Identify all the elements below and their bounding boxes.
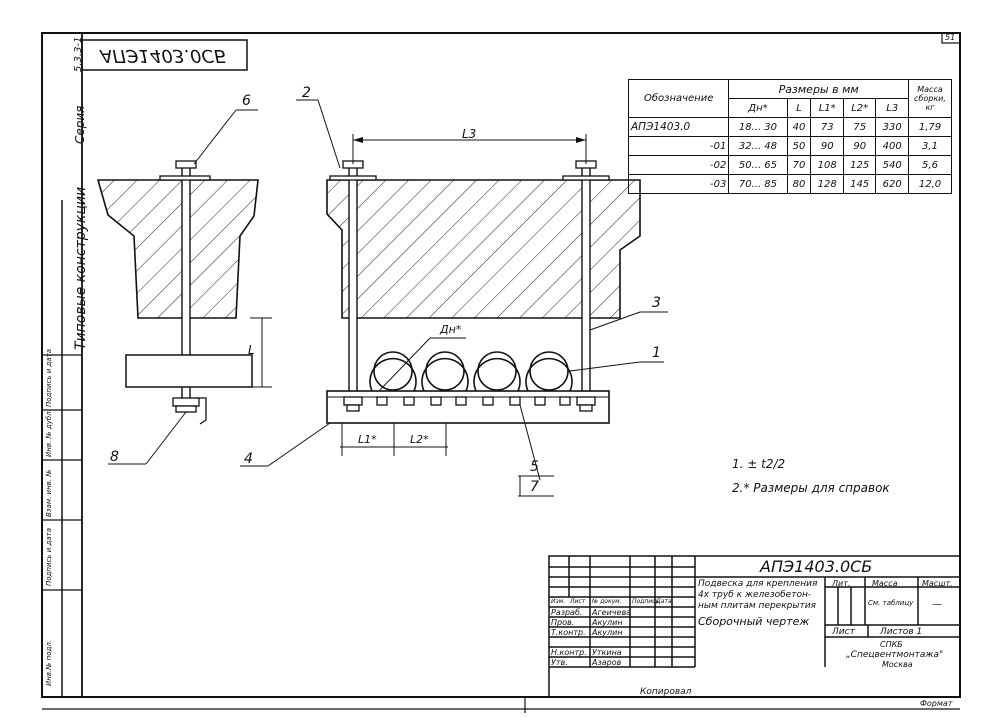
- rod-right-1: [348, 163, 358, 401]
- series-number: 5.3.3-1: [73, 36, 84, 72]
- tb-person-2: Акулин: [592, 628, 623, 637]
- margin-label-1: Подпись и дата: [45, 528, 53, 586]
- series-label: Серия: [73, 105, 87, 144]
- subheader-l3: L3: [875, 98, 909, 118]
- tb-lit: Лит.: [832, 579, 851, 588]
- pipe-clamps: [369, 351, 573, 392]
- header-group: Размеры в мм: [728, 79, 909, 99]
- subheader-l2: L2*: [842, 98, 877, 118]
- col-mass: Масса сборки, кг: [908, 79, 952, 118]
- callout-7: 7: [530, 479, 539, 495]
- tb-scale: Масшт.: [922, 579, 953, 588]
- margin-label-0: Инв.№ подл.: [45, 639, 53, 686]
- callout-6: 6: [242, 93, 251, 109]
- table-row: -03 70... 85 80 128 145 620 12,0: [627, 174, 952, 194]
- dim-l2: L2*: [410, 433, 429, 446]
- callout-4: 4: [244, 451, 253, 467]
- tb-org-2: „Спецвентмонтажа": [846, 650, 944, 660]
- footer-format: Формат: [920, 699, 953, 708]
- tb-mass-value: См. таблицу: [868, 599, 914, 607]
- title-name-2: 4х труб к железобетон-: [698, 590, 812, 600]
- title-name-4: Сборочный чертеж: [698, 615, 810, 628]
- sheet-number-box: [941, 32, 961, 44]
- tb-org-1: СПКБ: [880, 640, 903, 649]
- tb-role-1: Пров.: [551, 618, 575, 627]
- tb-role-4: Утв.: [551, 658, 568, 667]
- tb-sheets: Листов 1: [880, 627, 923, 637]
- tb-scale-value: —: [932, 599, 942, 610]
- rod-right-2: [581, 163, 591, 401]
- base-plate: [326, 390, 610, 424]
- tb-head-izm: Изм.: [551, 598, 566, 605]
- callout-5: 5: [530, 459, 539, 475]
- tb-role-3: Н.контр.: [551, 648, 587, 657]
- tb-person-1: Акулин: [592, 618, 623, 627]
- slab-section-right: [326, 179, 641, 319]
- stamp-box: [81, 39, 248, 71]
- tb-org-3: Москва: [882, 660, 913, 669]
- tb-role-0: Разраб.: [551, 608, 583, 617]
- callout-3: 3: [652, 295, 661, 311]
- tb-head-date: Дата: [656, 598, 672, 605]
- note-2: 2.* Размеры для справок: [732, 481, 890, 495]
- sheet-number: 51: [945, 33, 956, 42]
- tb-person-3: Уткина: [592, 648, 622, 657]
- tb-sheet: Лист: [832, 627, 855, 637]
- callout-8: 8: [110, 449, 119, 465]
- table-row: -02 50... 65 70 108 125 540 5,6: [627, 155, 952, 175]
- tb-role-2: Т.контр.: [551, 628, 586, 637]
- slab-section-left: [96, 179, 259, 319]
- subheader-l1: L1*: [810, 98, 844, 118]
- pipe-side-view: [125, 354, 253, 388]
- tb-mass: Масса: [872, 579, 898, 588]
- dim-dn: Дн*: [440, 323, 462, 336]
- tb-head-sign: Подпись: [632, 598, 659, 605]
- dim-l3: L3: [462, 127, 477, 141]
- dim-l: L: [248, 343, 255, 357]
- margin-label-3: Инв. № дубл.: [45, 409, 53, 457]
- tb-person-4: Азаров: [592, 658, 622, 667]
- tb-head-doc: № докум.: [592, 598, 622, 605]
- title-name-3: ным плитам перекрытия: [698, 601, 816, 611]
- table-row: АПЭ1403.0 18... 30 40 73 75 330 1,79: [627, 117, 952, 137]
- tb-head-list: Лист: [570, 598, 586, 605]
- table-row: -01 32... 48 50 90 90 400 3,1: [627, 136, 952, 156]
- footer-copied: Копировал: [640, 687, 692, 697]
- stamp-code: АПЭ1403.0СБ: [100, 45, 227, 66]
- title-name-1: Подвеска для крепления: [698, 579, 818, 589]
- dim-l1: L1*: [358, 433, 377, 446]
- margin-label-2: Взам. инв. №: [45, 469, 53, 517]
- tb-person-0: Агеичева: [592, 608, 632, 617]
- title-code: АПЭ1403.0СБ: [760, 557, 873, 576]
- margin-label-4: Подпись и дата: [45, 349, 53, 407]
- subheader-dn: Дн*: [728, 98, 788, 118]
- side-title: Типовые конструкции: [73, 186, 89, 350]
- note-1: 1. ± t2/2: [732, 457, 786, 471]
- col-designation: Обозначение: [627, 79, 730, 118]
- spec-table: Обозначение Размеры в мм Масса сборки, к…: [627, 79, 952, 194]
- callout-2: 2: [302, 85, 311, 101]
- subheader-l: L: [786, 98, 812, 118]
- callout-1: 1: [652, 345, 661, 361]
